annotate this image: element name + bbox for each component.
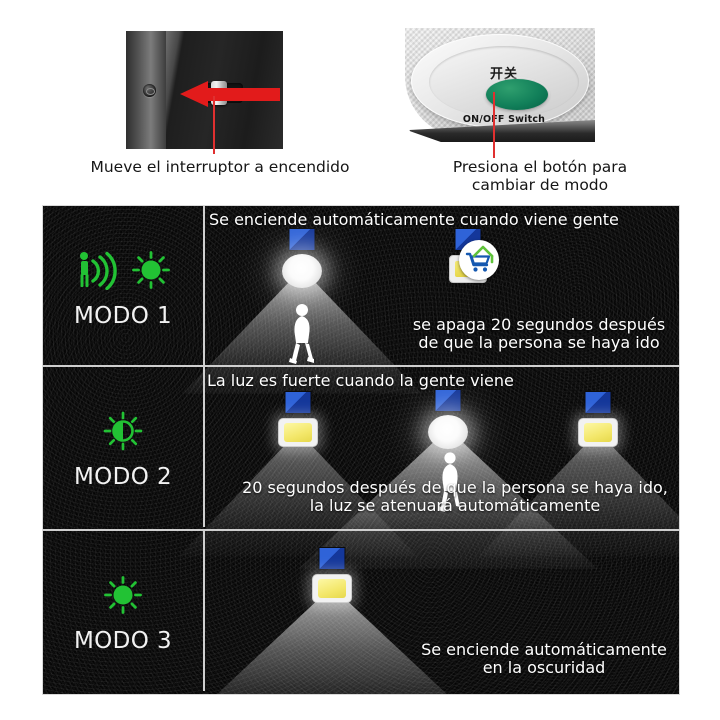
motion-sensor-icon xyxy=(79,251,117,290)
sun-icon xyxy=(131,250,170,289)
arrow-shaft xyxy=(206,88,280,101)
mode-1-column-divider xyxy=(203,206,205,366)
mode-3-label: MODO 3 xyxy=(73,627,173,654)
solar-panel-icon xyxy=(434,389,462,412)
button-photo-oval-outer: 开关 ON/OFF Switch xyxy=(411,34,589,128)
product-switch-photo xyxy=(126,31,283,149)
mode-1-bottom-line2: de que la persona se haya ido xyxy=(418,333,660,353)
mode-row-1: MODO 1 Se enciende automáticamente cuand… xyxy=(43,206,679,394)
solar-panel-icon xyxy=(318,547,346,570)
solar-panel-icon xyxy=(288,228,316,251)
sun-icon xyxy=(104,575,142,614)
mode-1-top-text: Se enciende automáticamente cuando viene… xyxy=(209,210,619,229)
solar-panel-icon xyxy=(284,391,312,414)
row-divider-1 xyxy=(43,365,679,367)
switch-caption: Mueve el interruptor a encendido xyxy=(90,158,350,176)
mode-2-label: MODO 2 xyxy=(73,463,173,490)
button-english-label: ON/OFF Switch xyxy=(462,114,546,125)
mode-1-legend: MODO 1 xyxy=(43,206,203,366)
mode-3-bottom-text: Se enciende automáticamente en la oscuri… xyxy=(415,640,673,678)
led-glow xyxy=(428,415,468,449)
mode-2-legend: MODO 2 xyxy=(43,367,203,527)
mode-3-icon-group xyxy=(103,569,143,621)
mode-3-column-divider xyxy=(203,531,205,691)
led-glow xyxy=(282,254,322,288)
button-caption-line1: Presiona el botón para xyxy=(452,158,628,176)
switch-leader-line xyxy=(213,96,215,154)
button-photo-oval-inner: 开关 ON/OFF Switch xyxy=(429,46,579,125)
product-button-photo: 开关 ON/OFF Switch xyxy=(405,28,595,150)
button-caption-line2: cambiar de modo xyxy=(471,176,609,195)
mode-1-bottom-line1: se apaga 20 segundos después xyxy=(412,315,666,334)
mode-2-column-divider xyxy=(203,367,205,527)
onoff-switch-button[interactable] xyxy=(486,79,548,110)
half-brightness-sun-icon xyxy=(103,411,143,450)
mode-2-bottom-line1: 20 segundos después de que la persona se… xyxy=(242,478,668,497)
walking-person-silhouette xyxy=(289,304,314,364)
led-dim xyxy=(578,418,618,447)
button-chinese-label: 开关 xyxy=(489,67,518,82)
walking-person-silhouette xyxy=(438,452,460,512)
red-arrow-icon xyxy=(180,81,280,107)
solar-panel-icon xyxy=(584,391,612,414)
mode-3-scene: Se enciende automáticamente en la oscuri… xyxy=(182,531,679,694)
mode-1-bottom-text: se apaga 20 segundos después de que la p… xyxy=(405,315,673,353)
led-dim xyxy=(278,418,318,447)
button-leader-line xyxy=(493,92,495,158)
screw-icon xyxy=(143,84,156,97)
mode-2-bottom-text: 20 segundos después de que la persona se… xyxy=(235,478,675,516)
mode-2-top-text: La luz es fuerte cuando la gente viene xyxy=(207,371,514,390)
mode-3-legend: MODO 3 xyxy=(43,531,203,691)
shopping-cart-icon xyxy=(465,245,494,272)
mode-2-scene: La luz es fuerte cuando la gente viene xyxy=(178,367,679,569)
mode-3-bottom-line1: Se enciende automáticamente xyxy=(421,640,667,659)
instruction-top-section: Mueve el interruptor a encendido 开关 ON/O… xyxy=(0,0,720,200)
mode-3-bottom-line2: en la oscuridad xyxy=(482,658,606,678)
mode-2-bottom-line2: la luz se atenuará automáticamente xyxy=(309,496,601,516)
button-caption: Presiona el botón para cambiar de modo xyxy=(390,158,690,194)
mode-1-scene: Se enciende automáticamente cuando viene… xyxy=(182,206,679,394)
mode-row-2: MODO 2 La luz es fuerte cuando la gente … xyxy=(43,367,679,569)
modes-panel: MODO 1 Se enciende automáticamente cuand… xyxy=(42,205,680,695)
led-dim xyxy=(312,574,352,603)
row-divider-2 xyxy=(43,529,679,531)
mode-row-3: MODO 3 Se enciende automáticamente en la… xyxy=(43,531,679,694)
arrow-head xyxy=(180,81,208,107)
mode-2-icon-group xyxy=(102,405,144,457)
mode-1-icon-group xyxy=(76,244,171,296)
shopping-cart-badge xyxy=(459,240,499,280)
mode-1-label: MODO 1 xyxy=(73,302,173,329)
